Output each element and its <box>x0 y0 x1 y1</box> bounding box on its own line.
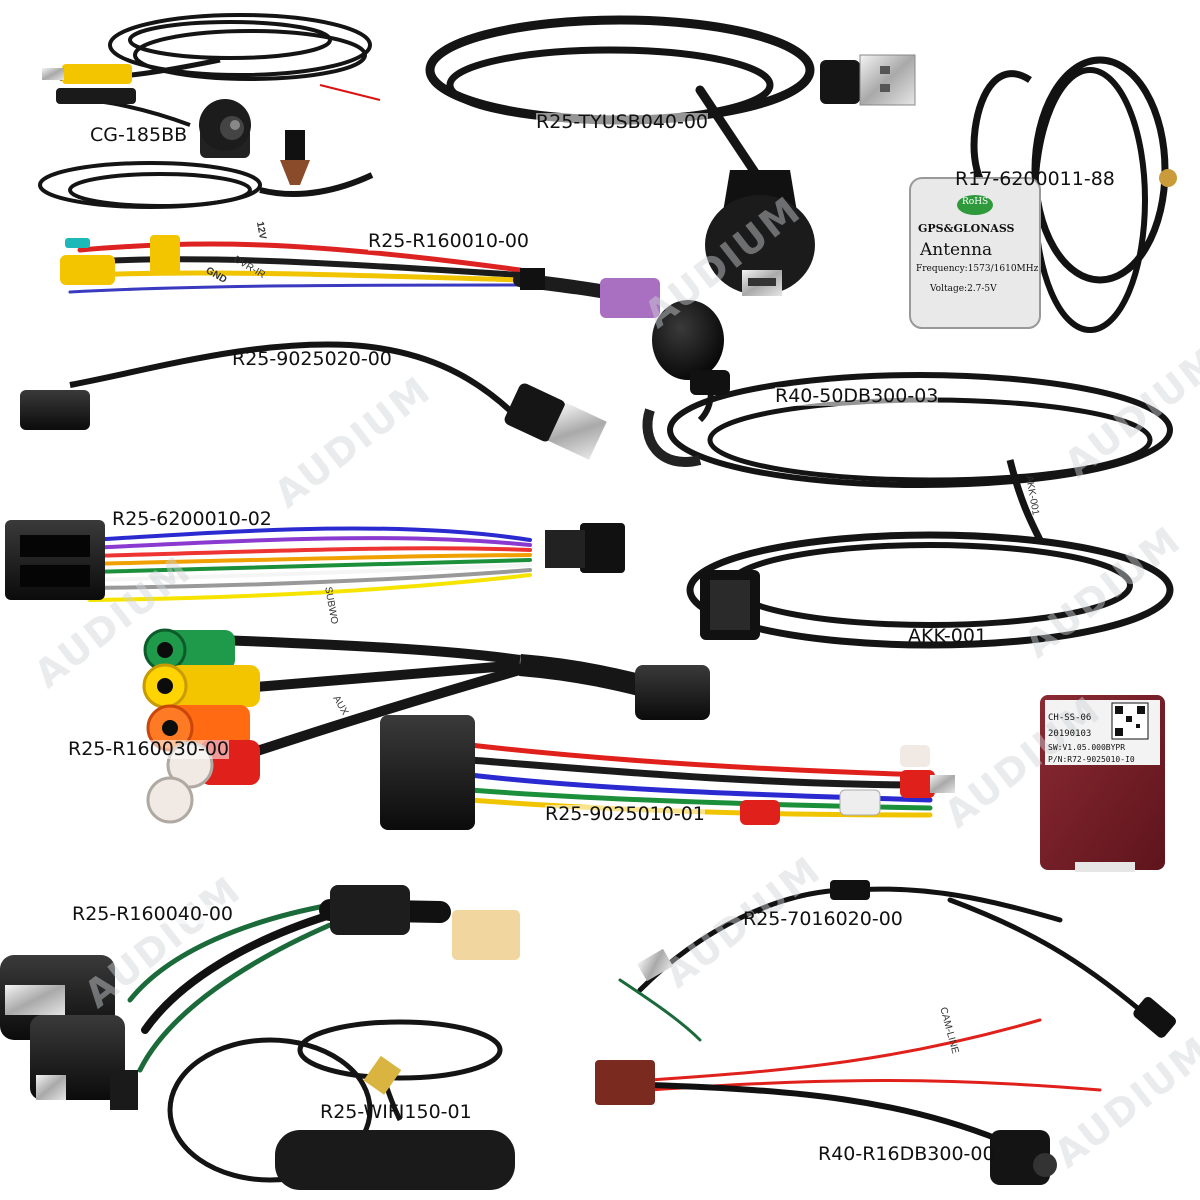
canbox-device <box>1040 695 1165 872</box>
usb-a-plug-top <box>820 54 916 106</box>
rca-harness-end-plug <box>635 665 710 720</box>
label-akk001: AKK-001 <box>908 625 988 647</box>
gps-antenna-module <box>909 169 1177 329</box>
canbox-pn: P/N:R72-9025010-I0 <box>1048 755 1135 764</box>
label-9025020: R25-9025020-00 <box>232 348 392 370</box>
canbox-model: CH-SS-06 <box>1048 713 1092 723</box>
camera-body <box>199 99 310 185</box>
antenna-brand: GPS&GLONASS <box>918 222 1015 235</box>
antenna-voltage: Voltage:2.7-5V <box>930 284 997 294</box>
wifi-antenna-cable <box>167 1019 503 1183</box>
antenna-rohs: RoHS <box>962 197 989 207</box>
label-cg185bb: CG-185BB <box>90 124 188 146</box>
antenna-frequency: Frequency:1573/1610MHz <box>916 264 1039 274</box>
canbox-sw: SW:V1.05.000BYPR <box>1048 743 1126 752</box>
rca-plug-orange <box>146 704 250 752</box>
wifi-antenna-body <box>275 1055 515 1190</box>
label-tyusb040: R25-TYUSB040-00 <box>536 111 709 133</box>
rca-plug-green <box>143 628 235 672</box>
harness-r9025010-plugs <box>380 715 955 830</box>
label-r160030: R25-R160030-00 <box>68 738 229 760</box>
microphone-head <box>642 300 730 467</box>
label-gps-antenna: R17-6200011-88 <box>955 168 1115 190</box>
usb-extension-cable <box>425 15 815 185</box>
radio-adapter-plugs <box>637 880 1176 1038</box>
usb-dual-plugs <box>0 885 520 1110</box>
r16db-harness <box>647 1018 1102 1143</box>
usb-adapter-cable <box>69 341 523 423</box>
harness-r160010-plugs <box>60 235 660 318</box>
harness-r6200010 <box>88 526 532 602</box>
camera-rca-plug <box>42 64 136 104</box>
rca-harness-cables <box>219 635 663 765</box>
usb-panel-mount <box>705 170 815 296</box>
label-r160040: R25-R160040-00 <box>72 903 233 925</box>
usb-adapter-plugs <box>20 383 607 460</box>
canbox-date: 20190103 <box>1048 729 1092 739</box>
rca-plug-yellow <box>142 663 260 709</box>
label-wifi150: R25-WIFI150-01 <box>320 1101 472 1123</box>
harness-r6200010-plugs <box>5 520 625 600</box>
label-50db300: R40-50DB300-03 <box>775 385 939 407</box>
label-6200010: R25-6200010-02 <box>112 508 272 530</box>
camera-lower-cable <box>38 161 374 209</box>
akk-connector <box>700 570 760 640</box>
r16db-connectors <box>595 1060 1057 1185</box>
label-7016020: R25-7016020-00 <box>743 908 903 930</box>
label-9025010: R25-9025010-01 <box>545 803 705 825</box>
antenna-name: Antenna <box>920 240 993 260</box>
label-r160010: R25-R160010-00 <box>368 230 529 252</box>
label-r16db300: R40-R16DB300-00 <box>818 1143 995 1165</box>
